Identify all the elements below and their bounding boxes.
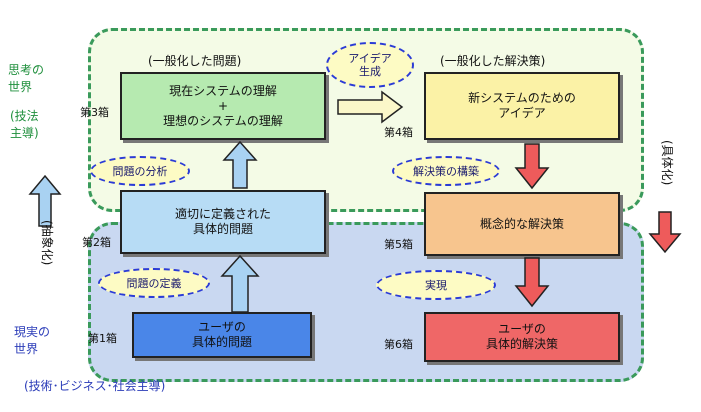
realization-text: 実現 xyxy=(425,278,447,292)
box5-label: 第5箱 xyxy=(384,238,413,251)
solution-construction-text: 解決策の構築 xyxy=(413,164,479,178)
box4-label: 第4箱 xyxy=(384,126,413,139)
box1-user-problem: ユーザの 具体的問題 xyxy=(132,312,312,358)
real-world-label: 現実の 世界 xyxy=(14,325,51,356)
box5-conceptual-solution: 概念的な解決策 xyxy=(424,192,620,256)
box6-text: ユーザの 具体的解決策 xyxy=(485,322,558,351)
generalized-solution-heading: (一般化した解決策) xyxy=(440,54,546,68)
down-arrow-icon xyxy=(514,257,550,308)
box2-text: 適切に定義された 具体的問題 xyxy=(174,207,271,236)
box6-user-solution: ユーザの 具体的解決策 xyxy=(424,312,620,362)
box4-text: 新システムのための アイデア xyxy=(468,91,576,120)
tech-business-led-label: (技術･ビジネス･社会主導) xyxy=(24,379,166,393)
problem-definition-text: 問題の定義 xyxy=(126,276,182,290)
box6-label: 第6箱 xyxy=(384,338,413,351)
problem-analysis-text: 問題の分析 xyxy=(112,164,168,178)
box3-understanding: 現在システムの理解 + 理想のシステムの理解 xyxy=(120,72,326,140)
abstraction-label: (抽象化) xyxy=(40,220,54,266)
thinking-world-label: 思考の 世界 xyxy=(8,63,45,94)
up-arrow-icon xyxy=(220,254,260,313)
box5-text: 概念的な解決策 xyxy=(479,216,564,231)
idea-generation-bubble: アイデア 生成 xyxy=(326,42,414,88)
box1-label: 第1箱 xyxy=(88,332,117,345)
realization-bubble: 実現 xyxy=(376,270,496,300)
box3-label: 第3箱 xyxy=(80,106,109,119)
up-arrow-icon xyxy=(222,140,258,189)
concretization-label: (具体化) xyxy=(660,140,674,186)
technique-led-label: (技法 主導) xyxy=(10,109,39,140)
generalized-problem-heading: (一般化した問題) xyxy=(148,54,242,68)
box3-text: 現在システムの理解 + 理想のシステムの理解 xyxy=(163,83,283,128)
problem-analysis-bubble: 問題の分析 xyxy=(90,156,190,186)
right-arrow-icon xyxy=(337,90,404,124)
box1-text: ユーザの 具体的問題 xyxy=(191,320,252,349)
solution-construction-bubble: 解決策の構築 xyxy=(392,156,500,186)
problem-definition-bubble: 問題の定義 xyxy=(98,268,210,298)
box2-defined-problem: 適切に定義された 具体的問題 xyxy=(120,190,326,254)
concretization-down-arrow-icon xyxy=(648,211,682,254)
idea-generation-text: アイデア 生成 xyxy=(348,52,392,78)
box2-label: 第2箱 xyxy=(82,236,111,249)
abstraction-up-arrow-icon xyxy=(28,174,62,227)
box4-ideas: 新システムのための アイデア xyxy=(424,72,620,140)
down-arrow-icon xyxy=(514,143,550,190)
